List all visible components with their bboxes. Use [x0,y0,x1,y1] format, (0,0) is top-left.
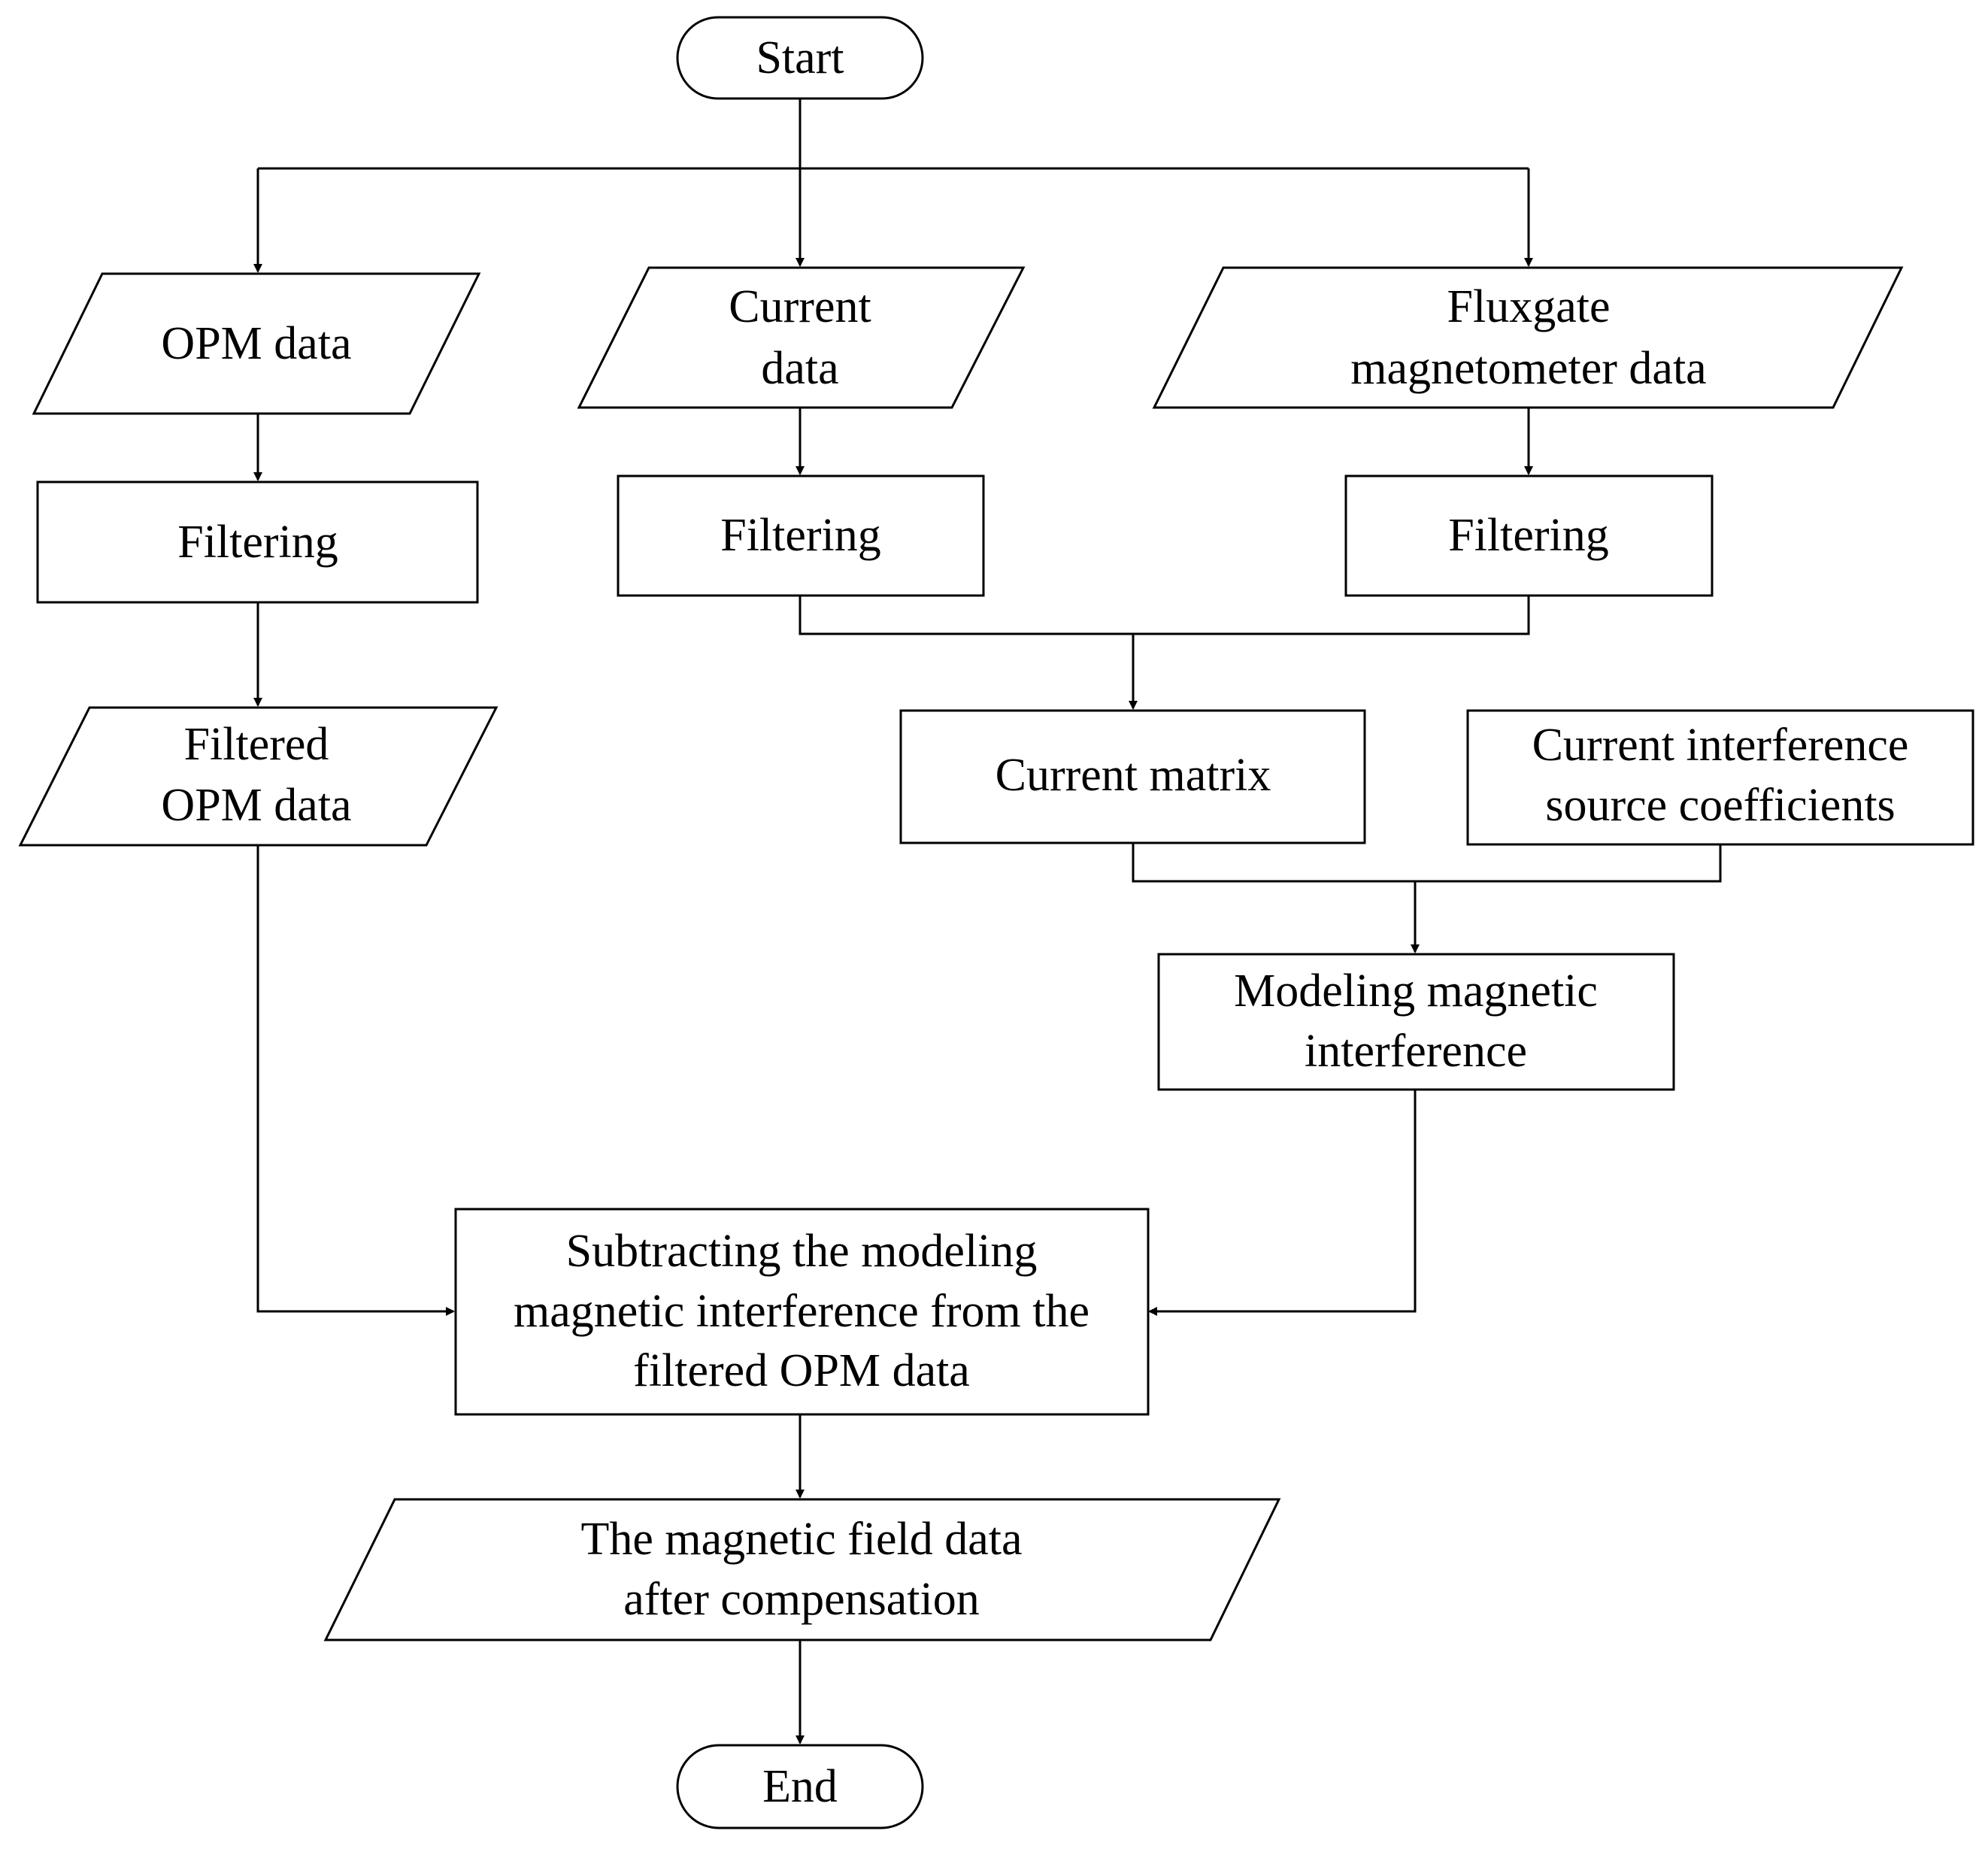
edge-modeling-to-subtracting [1148,1090,1417,1316]
filtered-opm-label-line-1: Filtered [184,719,329,770]
subtracting-label-line-3: filtered OPM data [633,1345,970,1396]
end-label: End [762,1761,838,1812]
filtering-fluxgate-node: Filtering [1344,474,1714,597]
edge-matrix-coefficients-merge [1132,843,1722,883]
filtered-opm-label-line-2: OPM data [161,780,351,831]
modeling-label-line-1: Modeling magnetic [1234,965,1598,1017]
current-data-label-line-2: data [761,343,838,394]
filtered-opm-data-node: Filtered OPM data [18,706,499,847]
current-matrix-node: Current matrix [899,709,1366,844]
filtering-fluxgate-label: Filtering [1448,510,1609,561]
result-label-line-1: The magnetic field data [580,1514,1022,1565]
current-data-label-line-1: Current [729,281,871,332]
subtracting-label-line-2: magnetic interference from the [514,1286,1089,1337]
modeling-label-line-2: interference [1305,1026,1527,1077]
opm-data-node: OPM data [32,272,481,415]
filtering-current-node: Filtering [617,474,985,597]
filtering-opm-label: Filtering [177,517,338,568]
current-matrix-label: Current matrix [996,750,1271,801]
modeling-node: Modeling magnetic interference [1157,953,1675,1091]
coefficients-label-line-1: Current interference [1532,720,1909,771]
fluxgate-data-label-line-1: Fluxgate [1447,281,1611,332]
fluxgate-data-label-line-2: magnetometer data [1350,343,1706,394]
opm-data-label: OPM data [161,318,351,369]
edge-filtering-merge [799,596,1530,635]
fluxgate-data-node: Fluxgate magnetometer data [1152,266,1904,409]
filtering-current-label: Filtering [720,510,881,561]
current-data-node: Current data [577,266,1026,409]
coefficients-label-line-2: source coefficients [1545,780,1895,831]
start-label: Start [756,32,844,83]
coefficients-node: Current interference source coefficients [1466,709,1974,846]
result-node: The magnetic field data after compensati… [323,1498,1281,1641]
end-terminator: End [676,1744,924,1829]
edges [253,99,1722,1744]
subtracting-label-line-1: Subtracting the modeling [566,1226,1038,1277]
subtracting-node: Subtracting the modeling magnetic interf… [454,1208,1150,1416]
edge-filtered-opm-to-subtracting [256,845,455,1316]
result-label-line-2: after compensation [623,1574,979,1625]
start-terminator: Start [676,16,924,100]
filtering-opm-node: Filtering [36,480,479,604]
